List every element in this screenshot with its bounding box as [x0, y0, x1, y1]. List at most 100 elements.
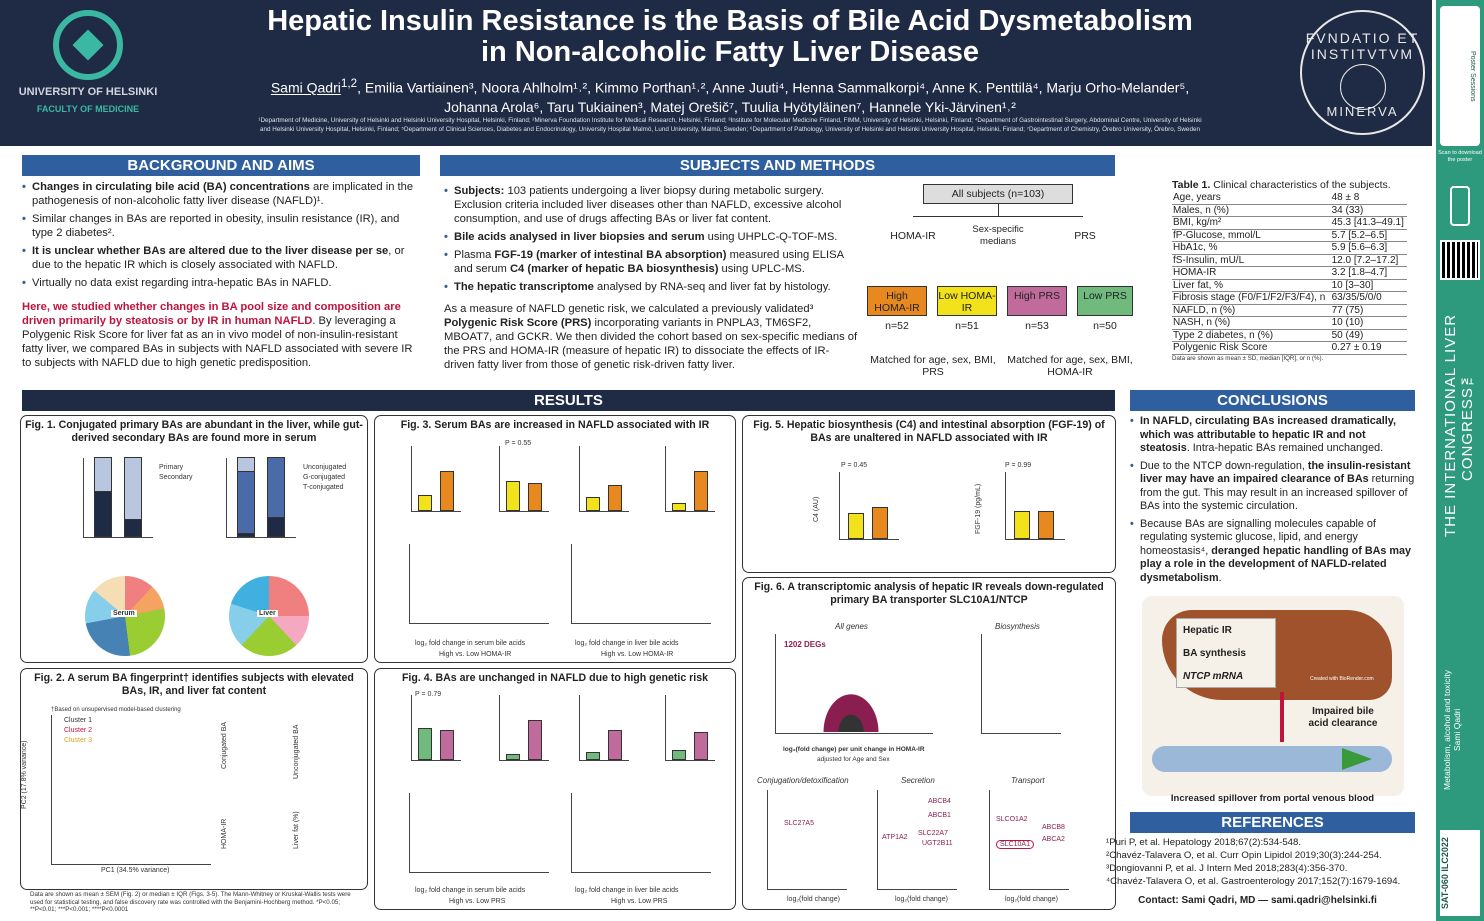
fig2-x-label: PC1 (34.5% variance): [101, 867, 170, 874]
study-flowchart: All subjects (n=103) HOMA-IR Sex-specifi…: [865, 180, 1135, 385]
figure-3-title: Fig. 3. Serum BAs are increased in NAFLD…: [400, 419, 710, 431]
reference-item: ¹Puri P, et al. Hepatology 2018;67(2):53…: [1106, 837, 1302, 848]
methods-heading: SUBJECTS AND METHODS: [440, 155, 1115, 176]
contact-info: Contact: Sami Qadri, MD — sami.qadri@hel…: [1138, 895, 1377, 906]
flow-medians: Sex-specific medians: [972, 224, 1024, 247]
congress-sidebar: Poster Sessions Scan to download the pos…: [1436, 0, 1484, 921]
table-cell: fP-Glucose, mmol/L: [1172, 229, 1331, 242]
fig2-footnote: Data are shown as mean ± SEM (Fig. 2) or…: [30, 891, 351, 913]
figure-4-title: Fig. 4. BAs are unchanged in NAFLD due t…: [401, 672, 709, 684]
table-cell: fS-Insulin, mU/L: [1172, 254, 1331, 267]
methods-bullet: Subjects: 103 patients undergoing a live…: [444, 184, 859, 226]
slc10a1-highlight: SLC10A1: [996, 840, 1034, 849]
background-bullet: It is unclear whether BAs are altered du…: [22, 244, 420, 272]
fig6-volcano-conjugation: SLC27A5: [767, 790, 847, 890]
reference-item: ³Dongiovanni P, et al. J Intern Med 2018…: [1106, 863, 1348, 874]
background-heading: BACKGROUND AND AIMS: [22, 155, 420, 176]
conclusions-section: CONCLUSIONS In NAFLD, circulating BAs in…: [1130, 390, 1415, 810]
figure-5: Fig. 5. Hepatic biosynthesis (C4) and in…: [742, 415, 1116, 573]
impaired-clearance-label: Impaired bile acid clearance: [1308, 706, 1378, 729]
table-cell: 10 (10): [1330, 316, 1407, 330]
liver-findings-box: Hepatic IR BA synthesis NTCP mRNA: [1176, 618, 1276, 688]
fig6-volcano-biosynthesis: [981, 634, 1061, 734]
fig4-volcano-liver: [571, 793, 711, 873]
flow-match-prs: Matched for age, sex, BMI, HOMA-IR: [1007, 354, 1133, 378]
methods-section: SUBJECTS AND METHODS Subjects: 103 patie…: [440, 155, 1133, 385]
table-cell: 0.27 ± 0.19: [1330, 341, 1407, 355]
reference-list: ¹Puri P, et al. Hepatology 2018;67(2):53…: [1100, 836, 1415, 888]
fig2-pca-scatter: Cluster 1 Cluster 2 Cluster 3: [51, 715, 211, 865]
poster-title: Hepatic Insulin Resistance is the Basis …: [267, 5, 1193, 68]
fig5-p-fgf19: P = 0.99: [1005, 462, 1032, 469]
minerva-head-icon: [1340, 64, 1386, 110]
logo-faculty: FACULTY OF MEDICINE: [36, 104, 140, 114]
table-cell: 10 [3–30]: [1330, 279, 1407, 292]
table-cell: HbA1c, %: [1172, 241, 1331, 255]
study-aim: Here, we studied whether changes in BA p…: [22, 301, 413, 369]
table-cell: 63/35/5/0/0: [1330, 291, 1407, 305]
legend-g-conjugated: G-conjugated: [303, 474, 346, 481]
legend-primary: Primary: [159, 464, 184, 471]
conclusion-bullet: In NAFLD, circulating BAs increased dram…: [1130, 415, 1415, 456]
table-cell: HOMA-IR: [1172, 266, 1331, 280]
legend-t-conjugated: T-conjugated: [303, 484, 344, 491]
logo-name: UNIVERSITY OF HELSINKI: [18, 86, 158, 98]
table-row: Males, n (%)34 (33): [1172, 204, 1407, 217]
table-cell: Fibrosis stage (F0/F1/F2/F3/F4), n: [1172, 291, 1331, 305]
methods-text: Subjects: 103 patients undergoing a live…: [444, 180, 859, 372]
table-footnote: Data are shown as mean ± SD, median [IQR…: [1172, 354, 1324, 362]
legend-unconjugated: Unconjugated: [303, 464, 347, 471]
results-section: RESULTS: [22, 390, 1115, 411]
prs-description: As a measure of NAFLD genetic risk, we c…: [444, 303, 858, 371]
fig3-volcano-liver: [571, 544, 711, 624]
references-section: REFERENCES ¹Puri P, et al. Hepatology 20…: [1100, 812, 1415, 912]
table-cell: 48 ± 8: [1330, 192, 1407, 205]
figure-1: Fig. 1. Conjugated primary BAs are abund…: [20, 415, 368, 663]
poster-sessions-badge: Poster Sessions: [1440, 6, 1480, 146]
table-cell: Age, years: [1172, 192, 1331, 205]
table-cell: 12.0 [7.2–17.2]: [1330, 254, 1407, 267]
figure-5-title: Fig. 5. Hepatic biosynthesis (C4) and in…: [753, 419, 1105, 444]
conclusion-bullet: Because BAs are signalling molecules cap…: [1130, 518, 1415, 586]
fig6-volcano-all: 1202 DEGs: [775, 634, 933, 734]
figure-4: Fig. 4. BAs are unchanged in NAFLD due t…: [374, 668, 736, 910]
figure-6: Fig. 6. A transcriptomic analysis of hep…: [742, 577, 1116, 910]
references-heading: REFERENCES: [1130, 812, 1415, 833]
figure-3: Fig. 3. Serum BAs are increased in NAFLD…: [374, 415, 736, 663]
figure-6-title: Fig. 6. A transcriptomic analysis of hep…: [754, 581, 1104, 606]
flow-low-prs: Low PRS: [1077, 286, 1133, 316]
fig1-liver-pie: Liver: [229, 576, 309, 656]
table-cell: 5.7 [5.2–6.5]: [1330, 229, 1407, 242]
table-row: HbA1c, %5.9 [5.6–6.3]: [1172, 241, 1407, 255]
reference-item: ²Chavéz-Talavera O, et al. Curr Opin Lip…: [1106, 850, 1382, 861]
flow-low-homa: Low HOMA-IR: [937, 286, 997, 316]
poster-header: UNIVERSITY OF HELSINKI FACULTY OF MEDICI…: [0, 0, 1432, 146]
table-cell: 34 (33): [1330, 204, 1407, 217]
results-heading: RESULTS: [22, 390, 1115, 411]
table-cell: BMI, kg/m²: [1172, 216, 1331, 230]
qr-code[interactable]: [1440, 240, 1480, 280]
table-cell: NAFLD, n (%): [1172, 304, 1331, 317]
figure-2: Fig. 2. A serum BA fingerprint† identifi…: [20, 668, 368, 890]
congress-name: THE INTERNATIONAL LIVER CONGRESS™: [1442, 313, 1476, 537]
methods-bullet: Plasma FGF-19 (marker of intestinal BA a…: [444, 248, 859, 276]
flow-high-prs: High PRS: [1007, 286, 1067, 316]
figure-1-title: Fig. 1. Conjugated primary BAs are abund…: [25, 419, 363, 444]
table-cell: 5.9 [5.6–6.3]: [1330, 241, 1407, 255]
fig6-volcano-transport: SLCO1A2 ABCB8 ABCA2 SLC10A1: [989, 790, 1069, 890]
table-row: Liver fat, %10 [3–30]: [1172, 279, 1407, 292]
fig1-stacked-bars-a: [83, 457, 153, 538]
flow-match-homa: Matched for age, sex, BMI, PRS: [870, 354, 996, 378]
flow-all-subjects: All subjects (n=103): [923, 184, 1073, 204]
fig5-p-c4: P = 0.45: [841, 462, 868, 469]
fig1-stacked-bars-b: [226, 457, 296, 538]
table-cell: 50 (49): [1330, 329, 1407, 342]
